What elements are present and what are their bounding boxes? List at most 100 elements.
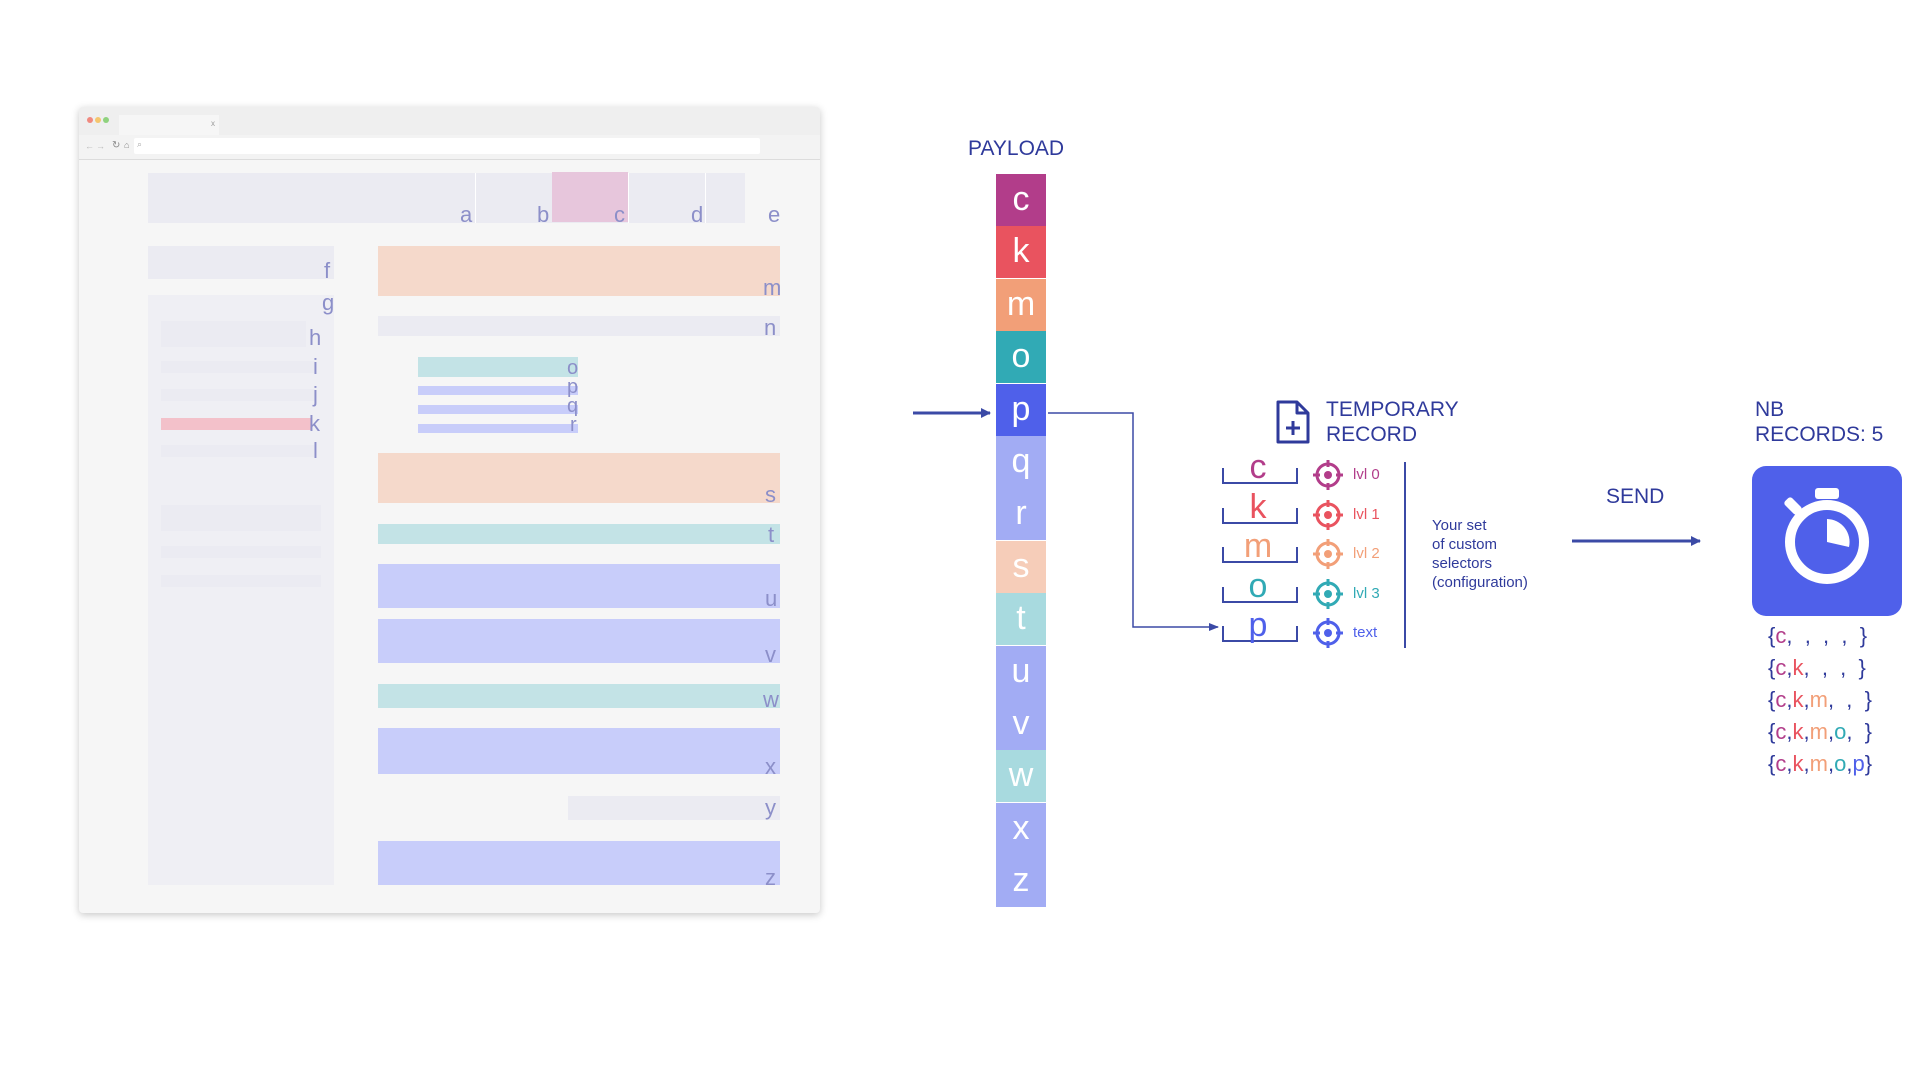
close-window-dot[interactable] <box>87 117 93 123</box>
sidebar-item-j <box>161 389 315 401</box>
sidebar-item-k <box>161 418 311 430</box>
sidebar-header-block <box>148 246 334 279</box>
record-token: c <box>1775 751 1787 776</box>
record-token: k <box>1792 687 1804 712</box>
selector-bracket <box>1222 626 1298 642</box>
record-line: {c,k,m, , } <box>1768 687 1872 713</box>
selector-letter-p: p <box>1248 606 1268 644</box>
record-token: o <box>1834 751 1847 776</box>
url-input[interactable] <box>134 138 760 154</box>
record-token: , , } <box>1827 687 1872 712</box>
main-block-n <box>378 316 780 336</box>
selector-note-line2: of custom <box>1432 536 1498 553</box>
payload-to-record-arrow <box>1048 412 1219 631</box>
browser-tab[interactable] <box>119 115 219 135</box>
selector-level-label: lvl 1 <box>1353 505 1380 523</box>
record-token: { <box>1768 655 1776 680</box>
target-icon <box>1313 539 1343 569</box>
main-block-s <box>378 453 780 503</box>
payload-cell-p: p <box>996 383 1046 438</box>
selector-bracket <box>1222 547 1298 563</box>
record-token: , <box>1846 751 1853 776</box>
main-block-x <box>378 728 780 774</box>
main-block-u <box>378 564 780 608</box>
block-letter-y: y <box>765 795 776 820</box>
main-block-z <box>378 841 780 885</box>
record-line: {c,k,m,o, } <box>1768 719 1872 745</box>
list-block-o <box>418 357 578 377</box>
record-token: m <box>1809 687 1828 712</box>
payload-cell-c: c <box>996 174 1046 228</box>
record-token: c <box>1775 687 1787 712</box>
record-token: , <box>1827 751 1835 776</box>
payload-cell-m: m <box>996 278 1046 333</box>
block-letter-c: c <box>614 202 625 227</box>
records-title: NB RECORDS: 5 <box>1755 397 1883 447</box>
target-icon <box>1313 460 1343 490</box>
home-icon[interactable]: ⌂ <box>124 140 130 150</box>
record-token: c <box>1775 655 1787 680</box>
record-token: p <box>1852 751 1865 776</box>
selector-letter-m: m <box>1243 527 1273 565</box>
block-letter-m: m <box>763 275 782 300</box>
record-token: m <box>1809 751 1828 776</box>
payload-cell-s: s <box>996 540 1046 595</box>
file-plus-icon <box>1276 400 1310 444</box>
selector-level-label: lvl 3 <box>1353 584 1380 602</box>
list-block-r <box>418 424 578 433</box>
temporary-record-title: TEMPORARY RECORD <box>1326 397 1459 447</box>
record-token: , } <box>1846 719 1872 744</box>
record-line: {c, , , , } <box>1768 623 1867 649</box>
record-token: , <box>1786 655 1793 680</box>
block-letter-t: t <box>768 522 775 547</box>
reload-icon[interactable]: ↻ <box>112 140 121 151</box>
record-token: k <box>1792 719 1804 744</box>
search-icon: ⌕ <box>137 139 143 149</box>
block-letter-e: e <box>768 202 781 227</box>
minimize-window-dot[interactable] <box>95 117 101 123</box>
selector-level-label: lvl 2 <box>1353 545 1380 562</box>
target-icon <box>1313 618 1343 648</box>
record-token: m <box>1809 719 1828 744</box>
records-title-line1: NB <box>1755 398 1785 421</box>
nav-divider <box>705 173 706 223</box>
sidebar-item <box>161 505 321 531</box>
maximize-window-dot[interactable] <box>103 117 109 123</box>
back-arrow-icon[interactable]: ← <box>85 141 94 151</box>
forward-arrow-icon[interactable]: → <box>96 141 105 151</box>
tab-close-icon[interactable]: x <box>211 119 215 128</box>
block-letter-p: p <box>567 376 579 398</box>
record-token: k <box>1792 655 1804 680</box>
block-letter-f: f <box>324 258 331 283</box>
sidebar-item-i <box>161 361 315 373</box>
block-letter-v: v <box>765 642 776 667</box>
selector-level-label: lvl 0 <box>1353 466 1380 483</box>
payload-title: PAYLOAD <box>968 137 1065 160</box>
browser-mockup: x ← → ↻ ⌂ ⌕ a b c d e f g h i j k l m n … <box>79 107 820 913</box>
target-icon <box>1313 578 1343 609</box>
record-token: , <box>1786 751 1793 776</box>
record-token: { <box>1768 623 1776 648</box>
main-block-t <box>378 524 780 544</box>
block-letter-x: x <box>765 754 776 779</box>
selector-letter-o: o <box>1248 566 1268 605</box>
nav-item-active-block <box>552 172 628 222</box>
block-letter-r: r <box>570 414 577 436</box>
block-letter-i: i <box>313 354 318 379</box>
payload-cell-v: v <box>996 698 1046 752</box>
payload-cell-o: o <box>996 331 1046 386</box>
selector-note-line3: selectors <box>1432 555 1493 572</box>
nav-divider <box>475 173 476 223</box>
target-icon <box>1313 499 1343 530</box>
sidebar-item-l <box>161 445 315 457</box>
block-letter-l: l <box>313 438 318 463</box>
block-letter-u: u <box>765 586 778 611</box>
temporary-record-title-line1: TEMPORARY <box>1326 398 1459 421</box>
record-token: , , , } <box>1803 655 1866 680</box>
block-letter-n: n <box>764 315 777 340</box>
app-tile[interactable] <box>1752 466 1902 616</box>
selector-letter-k: k <box>1249 487 1267 526</box>
record-token: , <box>1803 719 1810 744</box>
record-token: k <box>1792 751 1804 776</box>
